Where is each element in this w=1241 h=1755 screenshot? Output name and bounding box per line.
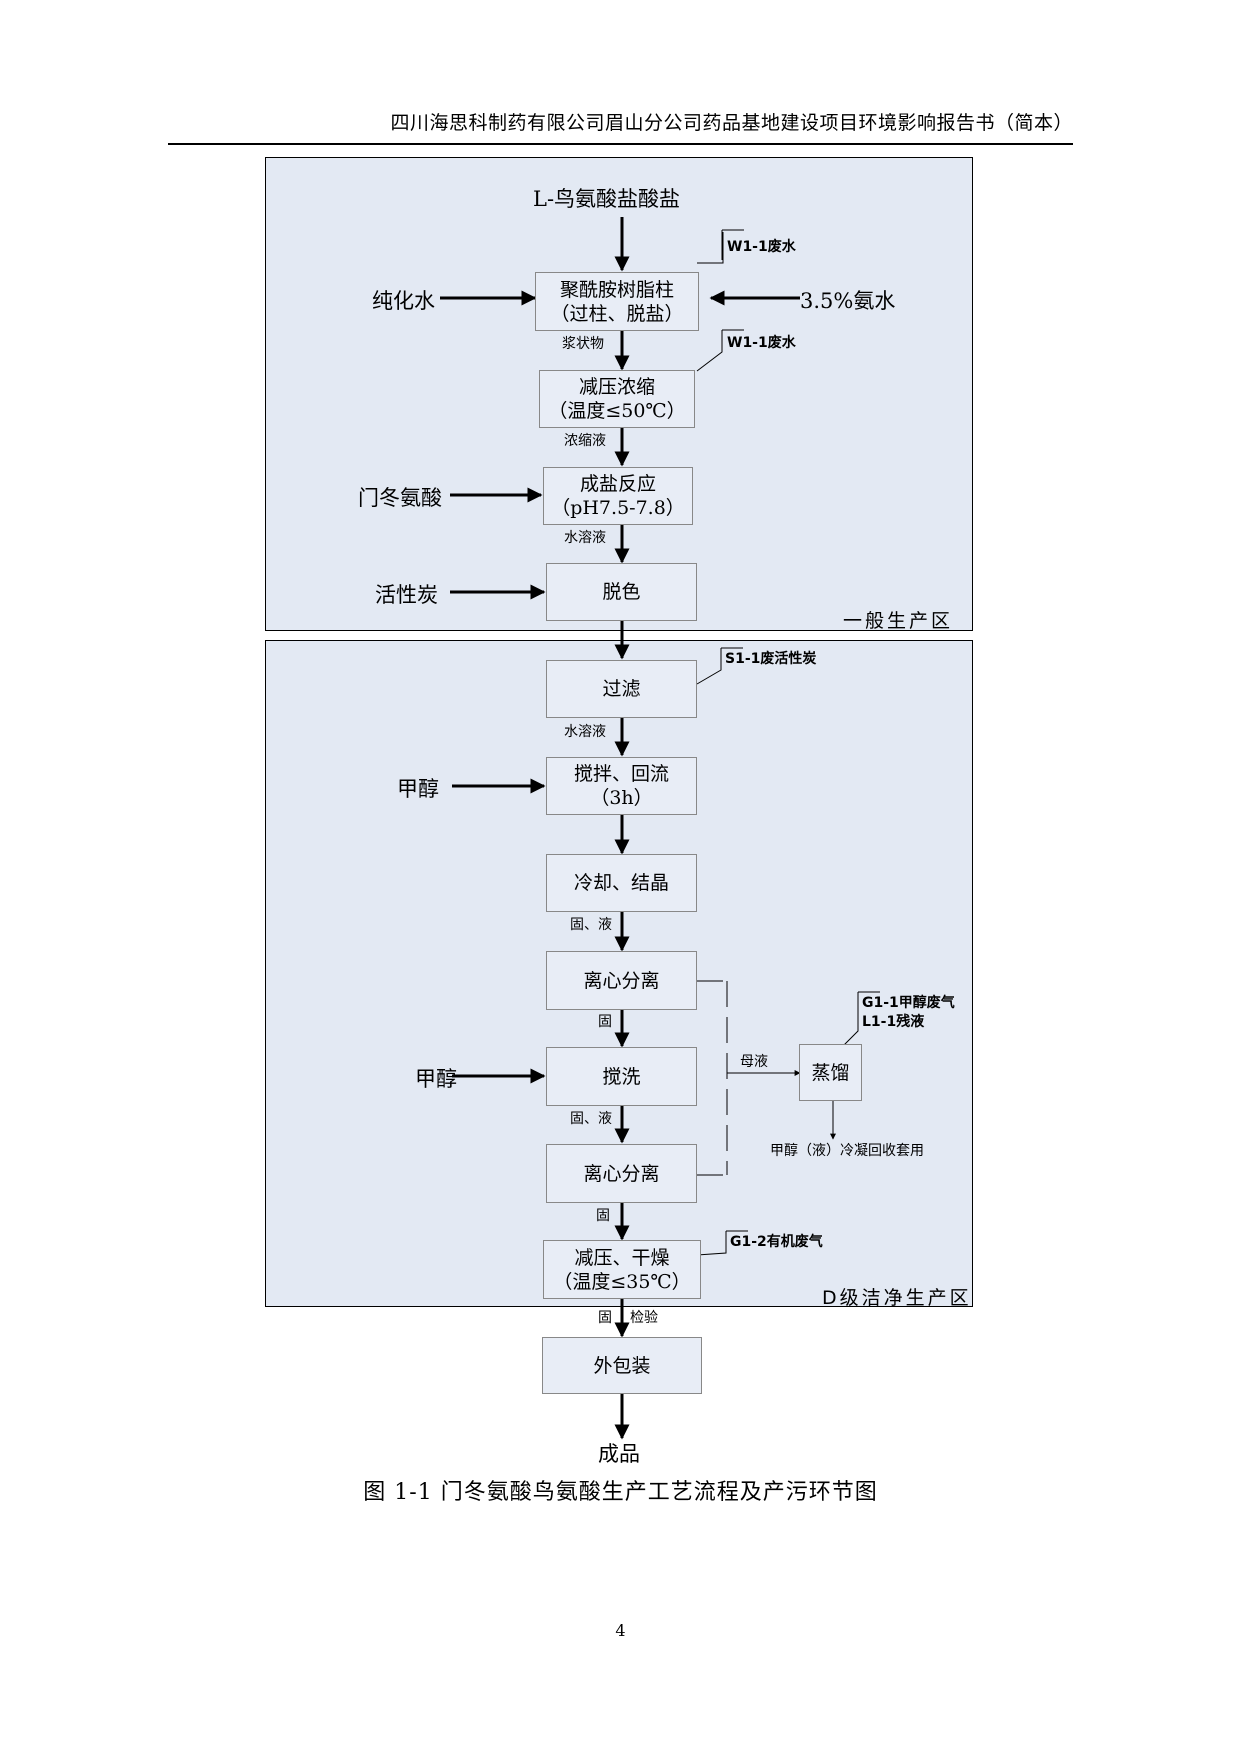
zone-label-clean: D级洁净生产区: [822, 1287, 972, 1309]
step-salt-line1: 成盐反应: [579, 473, 656, 495]
flow-aqueous-1: 水溶液: [564, 530, 606, 546]
tag-w1-wastewater-a: W1-1废水: [727, 239, 796, 255]
flow-mother-liquor: 母液: [740, 1054, 768, 1070]
step-dry-line2: （温度≤35℃）: [553, 1270, 691, 1293]
step-concentrate-line2: （温度≤50℃）: [548, 400, 686, 422]
flow-concentrate: 浓缩液: [564, 433, 606, 449]
flow-solid-3: 固: [598, 1310, 612, 1326]
step-reflux-line1: 搅拌、回流: [573, 763, 669, 785]
input-raw-material: L-鸟氨酸盐酸盐: [533, 187, 681, 211]
step-concentrate: 减压浓缩 （温度≤50℃）: [539, 370, 695, 428]
step-packaging: 外包装: [542, 1337, 702, 1394]
tag-g1-2-organic-gas: G1-2有机废气: [730, 1234, 823, 1250]
input-methanol-reflux: 甲醇: [397, 777, 439, 801]
step-salt-reaction: 成盐反应 （pH7.5-7.8）: [543, 467, 693, 525]
step-crystallize: 冷却、结晶: [546, 854, 697, 912]
step-distill: 蒸馏: [799, 1044, 862, 1101]
tag-w1-wastewater-b: W1-1废水: [727, 335, 796, 351]
input-activated-carbon: 活性炭: [375, 583, 438, 607]
step-centrifuge2-line1: 离心分离: [583, 1162, 660, 1185]
step-centrifuge-2: 离心分离: [546, 1144, 697, 1203]
step-filter: 过滤: [546, 660, 697, 718]
input-asparagine: 门冬氨酸: [358, 486, 442, 510]
flow-slurry: 浆状物: [562, 336, 604, 352]
step-distill-line1: 蒸馏: [811, 1061, 850, 1084]
step-crystal-line1: 冷却、结晶: [573, 872, 669, 894]
flow-aqueous-2: 水溶液: [564, 724, 606, 740]
step-resin-line1: 聚酰胺树脂柱: [559, 278, 674, 301]
header-rule: [168, 143, 1073, 145]
flow-solid-1: 固: [598, 1014, 612, 1030]
step-salt-line2: （pH7.5-7.8）: [551, 497, 685, 519]
step-resin-line2: （过柱、脱盐）: [550, 302, 684, 325]
input-methanol-wash: 甲醇: [415, 1067, 457, 1091]
step-wash-line1: 搅洗: [602, 1065, 641, 1088]
step-centrifuge1-line1: 离心分离: [583, 969, 660, 992]
step-concentrate-line1: 减压浓缩: [578, 376, 655, 398]
flow-solid-liquid-2: 固、液: [570, 1111, 612, 1127]
tag-l1-1-residue: L1-1残液: [862, 1014, 925, 1030]
tag-s1-waste-carbon: S1-1废活性炭: [725, 651, 817, 667]
step-resin-column: 聚酰胺树脂柱 （过柱、脱盐）: [535, 272, 699, 331]
step-filter-line1: 过滤: [602, 678, 641, 700]
flow-solid-2: 固: [596, 1208, 610, 1224]
step-wash: 搅洗: [546, 1047, 697, 1106]
tag-g1-1-methanol-gas: G1-1甲醇废气: [862, 995, 955, 1011]
step-centrifuge-1: 离心分离: [546, 951, 697, 1010]
step-reflux-line2: （3h）: [590, 787, 653, 809]
figure-caption: 图 1-1 门冬氨酸鸟氨酸生产工艺流程及产污环节图: [363, 1480, 878, 1505]
zone-label-general: 一般生产区: [843, 610, 954, 632]
step-dry-line1: 减压、干燥: [574, 1246, 670, 1269]
step-decolor: 脱色: [546, 563, 697, 621]
input-purified-water: 纯化水: [372, 289, 435, 313]
step-reflux: 搅拌、回流 （3h）: [546, 757, 697, 815]
flow-solid-liquid-1: 固、液: [570, 917, 612, 933]
document-header: 四川海思科制药有限公司眉山分公司药品基地建设项目环境影响报告书（简本）: [390, 112, 1073, 134]
step-decolor-line1: 脱色: [602, 581, 641, 603]
step-dry: 减压、干燥 （温度≤35℃）: [543, 1240, 701, 1299]
flow-recycle: 甲醇（液）冷凝回收套用: [770, 1143, 924, 1159]
input-ammonia: 3.5%氨水: [800, 289, 896, 313]
final-product: 成品: [598, 1442, 640, 1466]
step-pack-line1: 外包装: [593, 1354, 651, 1377]
page-number: 4: [615, 1621, 626, 1640]
flow-inspect: 检验: [630, 1310, 658, 1326]
